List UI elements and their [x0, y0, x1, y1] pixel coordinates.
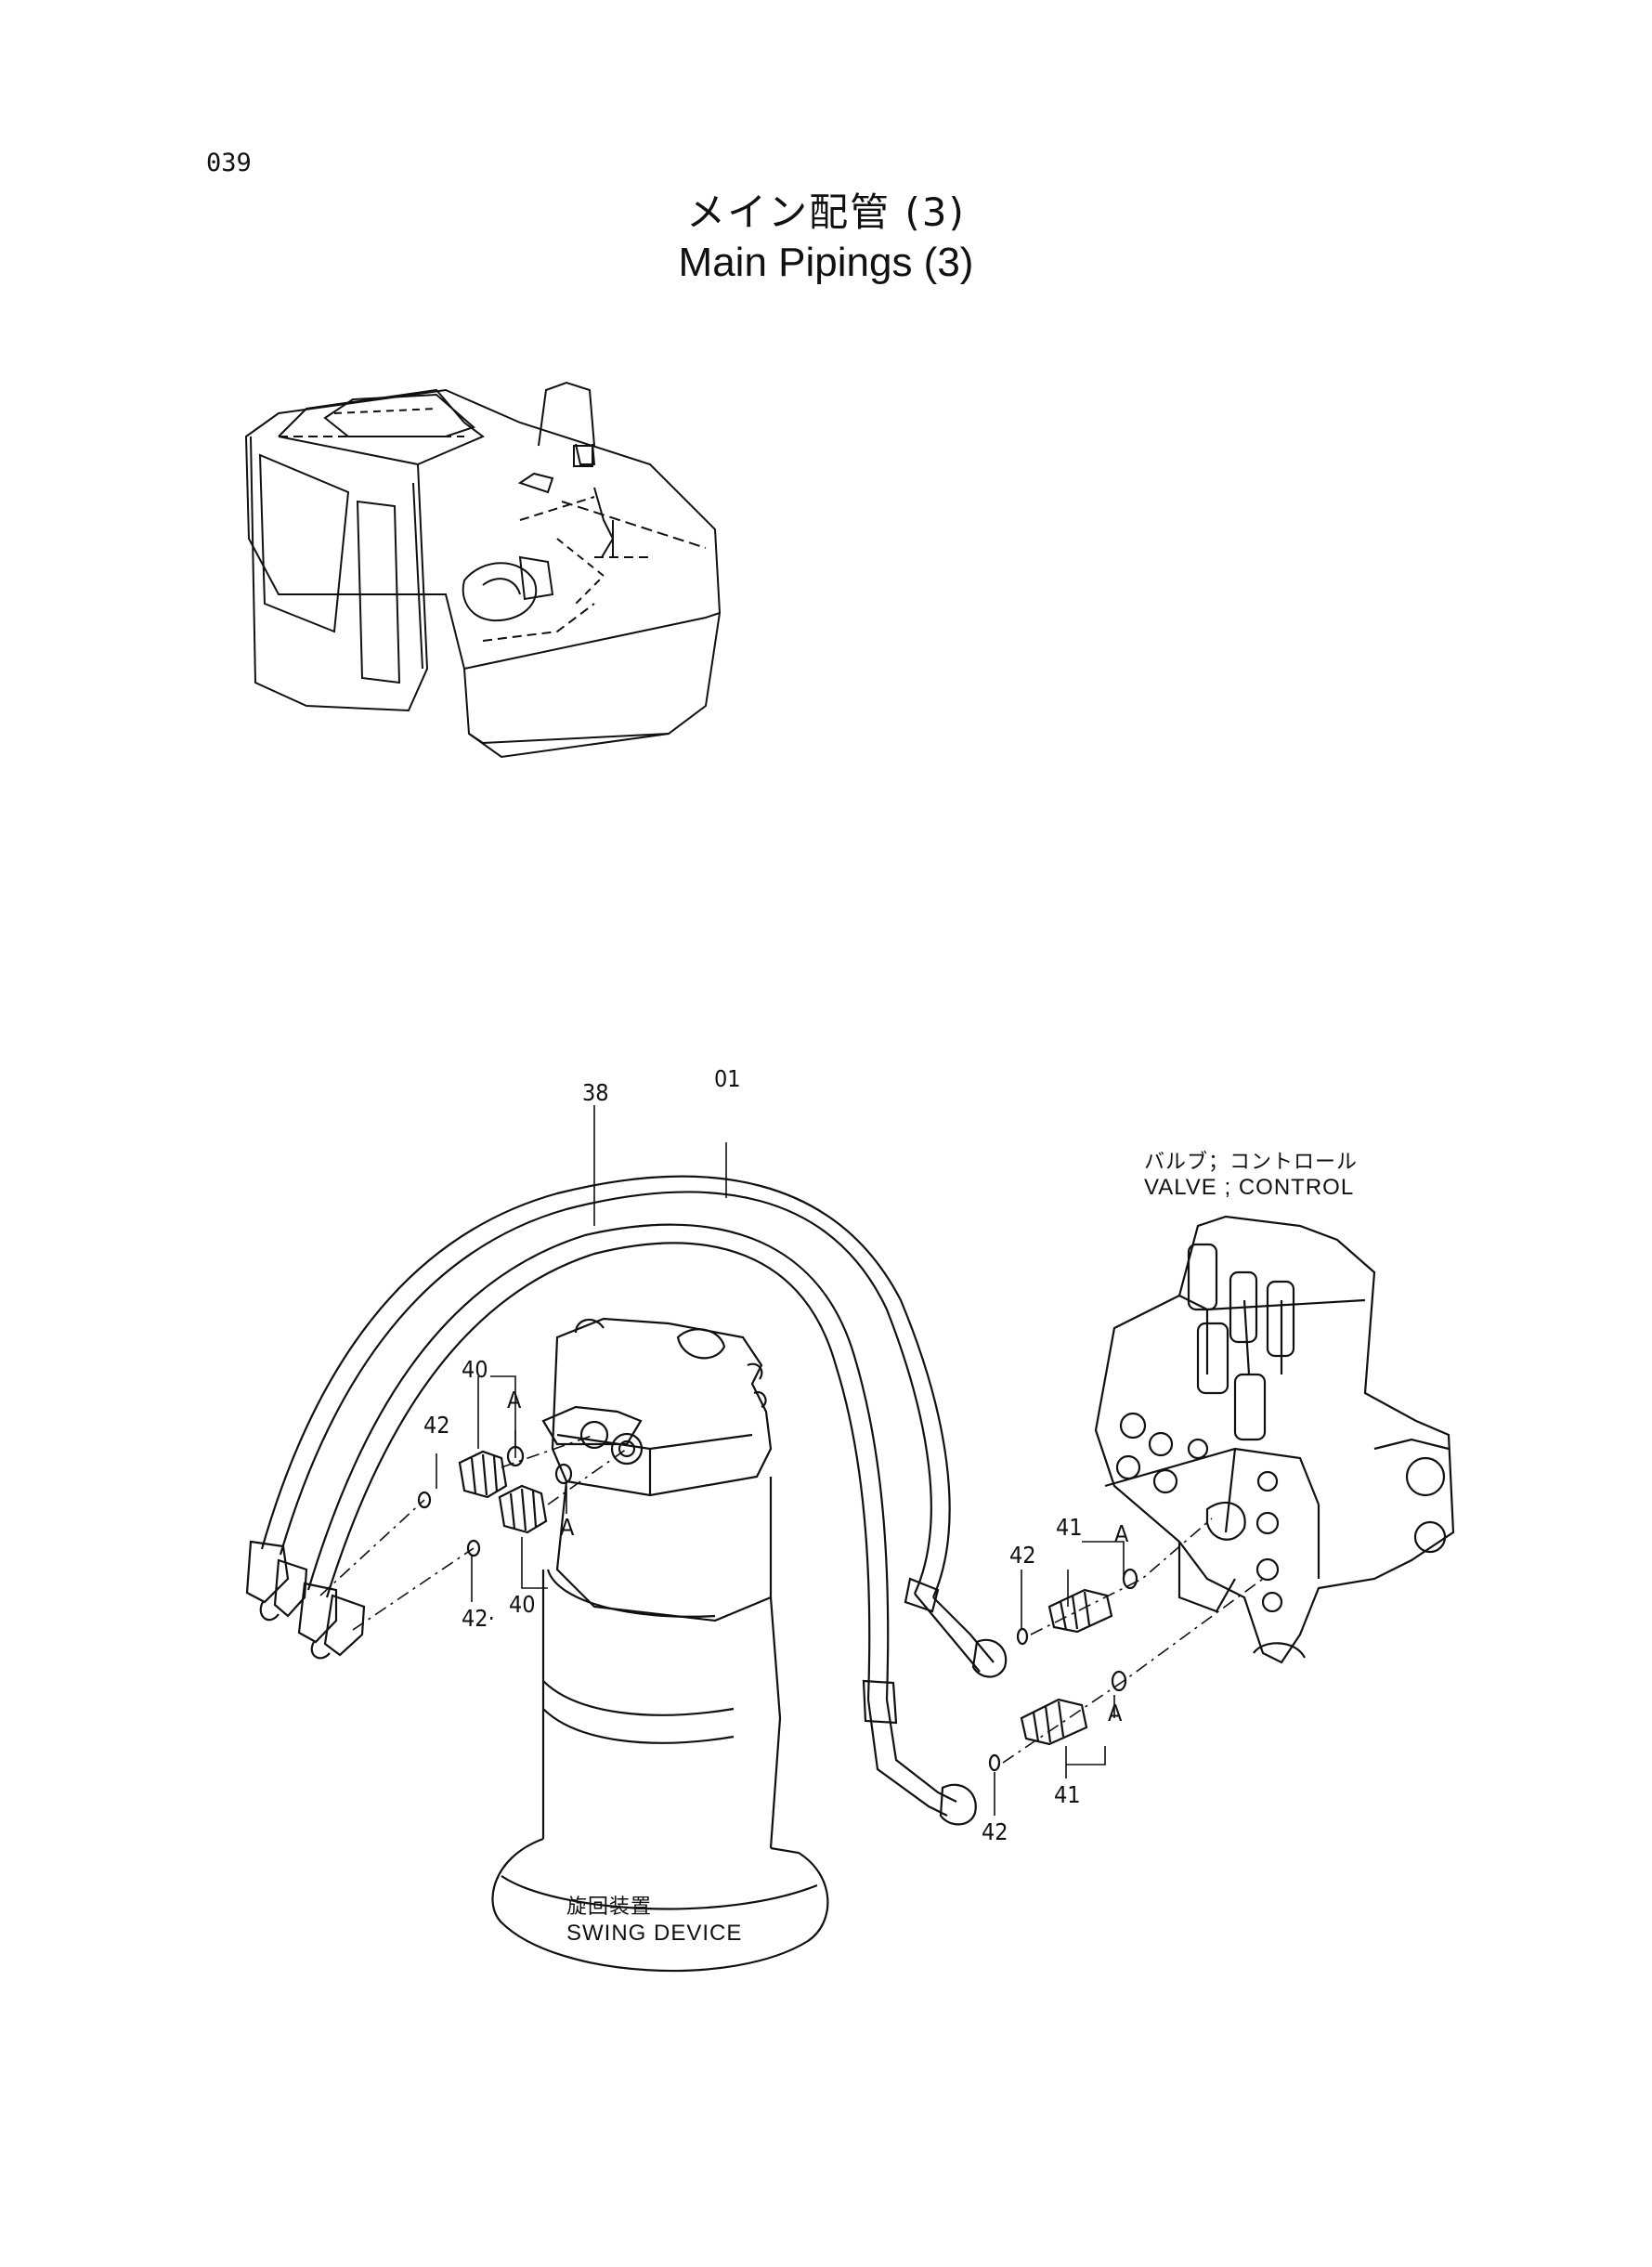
callout-42-bottom: 42 [982, 1818, 1008, 1845]
callout-a-right-top: A [1114, 1520, 1129, 1547]
swing-caption-english: SWING DEVICE [566, 1921, 743, 1946]
callout-38: 38 [582, 1079, 609, 1106]
hose-38 [308, 1225, 976, 1825]
callout-40-top: 40 [462, 1356, 488, 1383]
swing-device-drawing [492, 1319, 827, 1971]
hose-end-fittings-left [247, 1542, 364, 1658]
callout-01: 01 [714, 1065, 741, 1092]
page-number: 039 [206, 149, 252, 177]
adapter-41-lower [1021, 1700, 1086, 1744]
page-title-english: Main Pipings (3) [678, 240, 974, 285]
control-valve-drawing [1096, 1217, 1453, 1662]
page-title-japanese: メイン配管 (3) [686, 189, 966, 235]
adapter-40-lower [500, 1486, 546, 1532]
hose-01 [262, 1177, 1006, 1677]
assembly-lines [320, 1435, 1263, 1763]
adapter-40-upper [460, 1452, 506, 1497]
callout-leaders [436, 1105, 1124, 1816]
callout-a-left-bottom: A [560, 1514, 575, 1541]
callout-42-lower-left: 42· [462, 1605, 495, 1632]
callout-40-bottom: 40 [509, 1591, 536, 1618]
valve-caption-english: VALVE ; CONTROL [1144, 1175, 1355, 1200]
callout-42-left: 42 [423, 1412, 450, 1439]
callout-41-bottom: 41 [1054, 1781, 1081, 1808]
o-rings [419, 1447, 1137, 1770]
swing-caption-japanese: 旋回装置 [566, 1895, 653, 1918]
valve-caption-japanese: バルブ；コントロール [1144, 1150, 1359, 1173]
callout-42-mid: 42 [1009, 1542, 1036, 1569]
callout-a-right-bottom: A [1108, 1700, 1123, 1726]
callout-41-top: 41 [1056, 1514, 1083, 1541]
adapter-41-upper [1049, 1590, 1112, 1632]
callout-a-left-top: A [507, 1387, 522, 1414]
